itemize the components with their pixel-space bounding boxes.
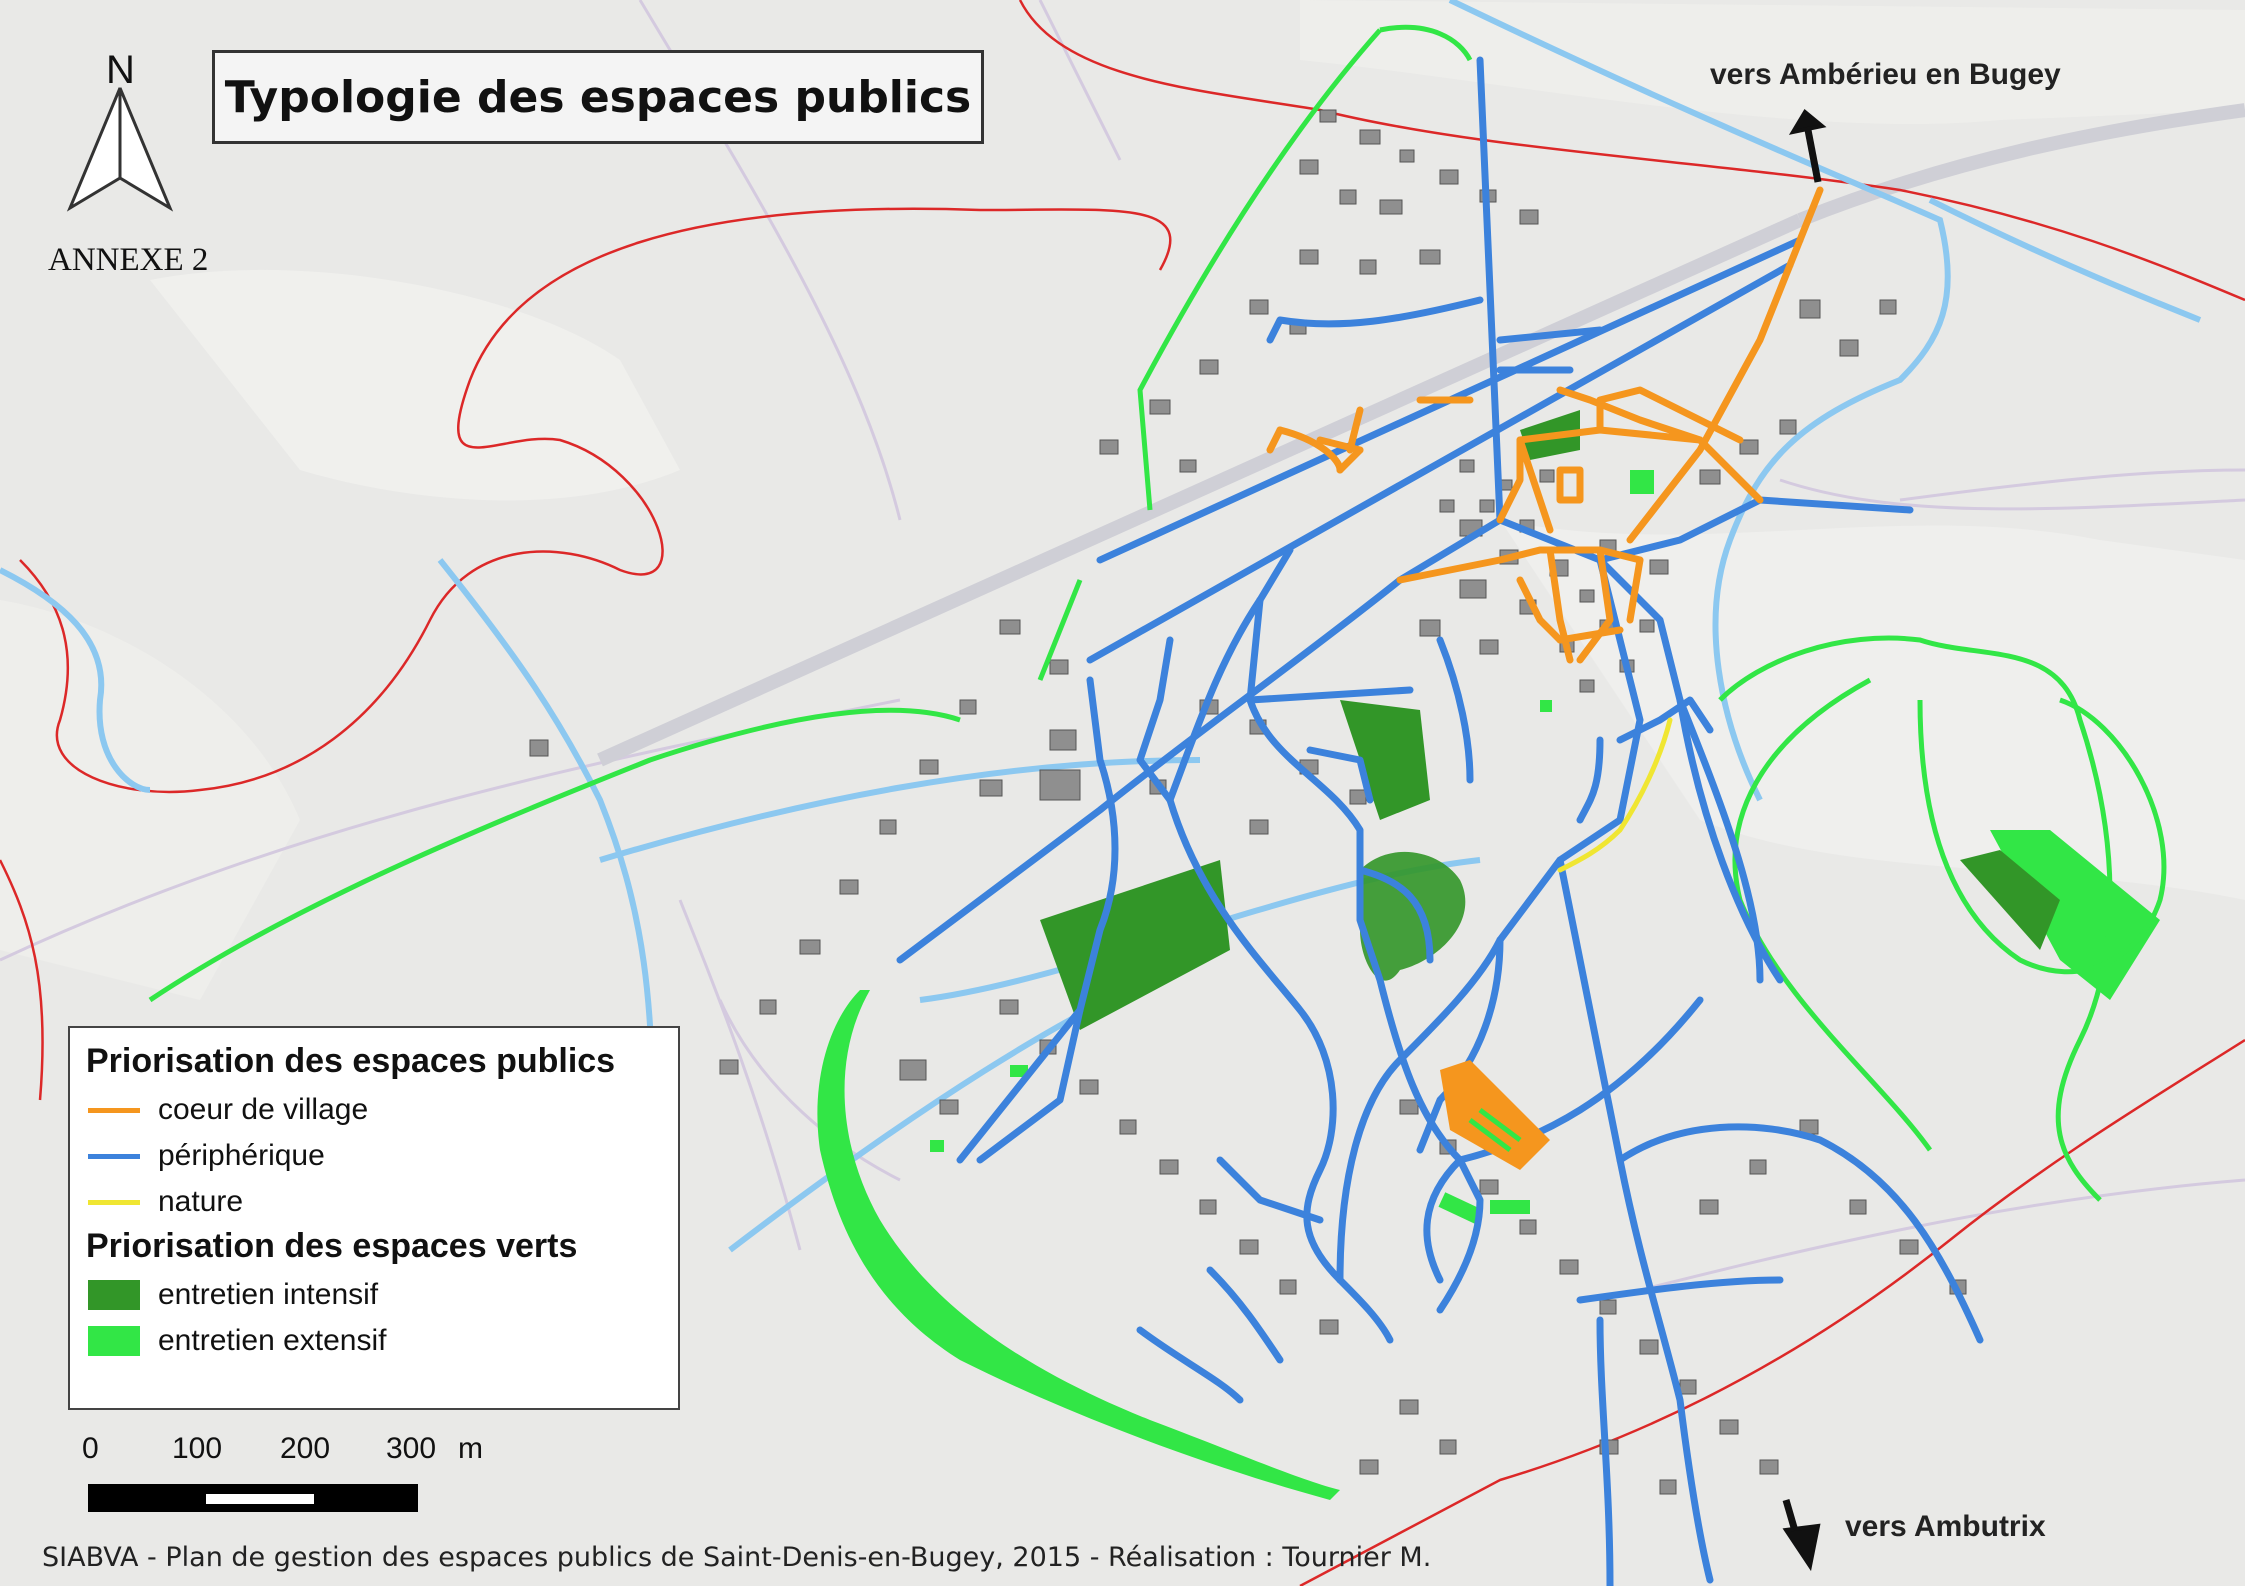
north-arrow-icon xyxy=(66,87,174,212)
legend-item-nature: nature xyxy=(86,1179,662,1225)
legend-swatch-yellow-line xyxy=(88,1199,140,1205)
legend-label: entretien intensif xyxy=(158,1278,379,1311)
direction-arrows xyxy=(1782,108,1827,1572)
legend-swatch-orange-line xyxy=(88,1107,140,1113)
legend-item-entretien-extensif: entretien extensif xyxy=(86,1318,662,1364)
legend: Priorisation des espaces publics coeur d… xyxy=(68,1026,680,1410)
destination-south-label: vers Ambutrix xyxy=(1845,1510,2046,1543)
legend-green-spaces-title: Priorisation des espaces verts xyxy=(86,1227,578,1265)
buildings xyxy=(529,109,1967,1495)
legend-label: entretien extensif xyxy=(158,1324,387,1357)
nature-path xyxy=(1557,717,1673,873)
destination-north-label: vers Ambérieu en Bugey xyxy=(1710,58,2061,91)
scale-bar-white-segment xyxy=(206,1494,314,1504)
legend-public-spaces-title: Priorisation des espaces publics xyxy=(86,1042,616,1080)
scale-tick-0: 0 xyxy=(82,1432,99,1465)
legend-label: périphérique xyxy=(158,1139,325,1172)
annex-label: ANNEXE 2 xyxy=(48,242,209,278)
terrain xyxy=(0,0,2245,1000)
legend-item-peripherique: périphérique xyxy=(86,1133,662,1179)
legend-swatch-blue-line xyxy=(88,1153,140,1159)
scale-unit: m xyxy=(458,1432,483,1465)
orange-area xyxy=(1440,1060,1550,1170)
legend-item-entretien-intensif: entretien intensif xyxy=(86,1272,662,1318)
legend-swatch-light-green xyxy=(88,1326,140,1356)
scale-tick-100: 100 xyxy=(172,1432,223,1465)
legend-item-coeur-de-village: coeur de village xyxy=(86,1087,662,1133)
legend-swatch-dark-green xyxy=(88,1280,140,1310)
map-credit: SIABVA - Plan de gestion des espaces pub… xyxy=(42,1542,1432,1573)
map-title: Typologie des espaces publics xyxy=(212,50,984,144)
scale-bar: 0 100 200 300 m xyxy=(82,1432,483,1522)
north-label: N xyxy=(106,48,135,92)
legend-label: coeur de village xyxy=(158,1093,369,1126)
legend-label: nature xyxy=(158,1185,244,1218)
roads-village-core xyxy=(1266,186,1824,664)
scale-tick-200: 200 xyxy=(280,1432,331,1465)
scale-tick-300: 300 xyxy=(386,1432,437,1465)
north-arrow: N xyxy=(62,48,180,218)
railway xyxy=(597,103,2245,767)
